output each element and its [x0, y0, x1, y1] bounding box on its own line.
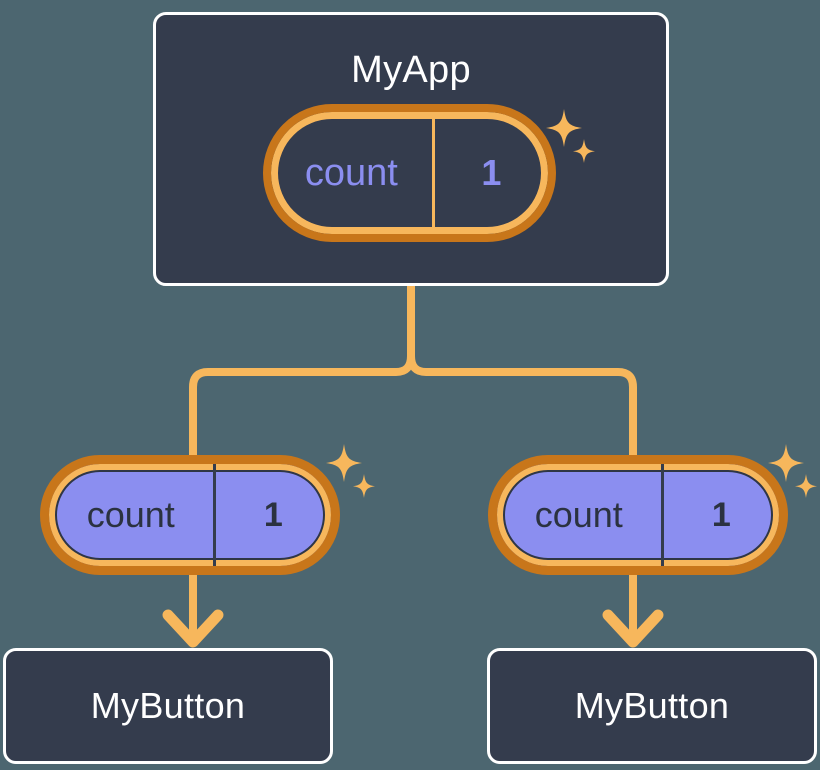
component-title-myapp: MyApp: [351, 49, 471, 91]
arrow-head-right-icon: [602, 609, 664, 648]
state-value-cell: 1: [664, 464, 779, 566]
state-key-cell: count: [497, 464, 661, 566]
connector-branch-left: [189, 352, 415, 474]
state-value-label: 1: [481, 152, 502, 193]
state-pill-root-wrapper[interactable]: count 1: [263, 104, 556, 242]
state-pill-child-1[interactable]: count 1: [488, 455, 788, 575]
sparkle-small-icon: [353, 474, 375, 498]
state-pill-root[interactable]: count 1: [263, 104, 556, 242]
state-key-cell: count: [49, 464, 213, 566]
state-value-cell: 1: [435, 112, 548, 234]
state-pill-child-0[interactable]: count 1: [40, 455, 340, 575]
state-key-label: count: [304, 152, 398, 194]
state-key-cell: count: [271, 112, 432, 234]
state-pill-divider: [660, 464, 664, 566]
state-pill-child-1-wrapper[interactable]: count 1: [488, 455, 788, 575]
connector-branch-right: [407, 352, 637, 474]
state-pill-divider: [212, 464, 216, 566]
state-pill-child-0-wrapper[interactable]: count 1: [40, 455, 340, 575]
state-key-label: count: [534, 494, 623, 535]
state-pill-divider: [431, 112, 435, 234]
arrow-head-left-icon: [162, 609, 224, 648]
component-box-mybutton-0[interactable]: MyButton: [3, 648, 333, 764]
state-value-label: 1: [711, 496, 731, 534]
component-title-mybutton-1: MyButton: [574, 685, 730, 726]
component-title-mybutton-0: MyButton: [90, 685, 246, 726]
state-value-label: 1: [263, 496, 283, 534]
state-key-label: count: [86, 494, 175, 535]
state-value-cell: 1: [216, 464, 331, 566]
sparkle-small-icon: [795, 474, 817, 498]
component-box-mybutton-1[interactable]: MyButton: [487, 648, 817, 764]
